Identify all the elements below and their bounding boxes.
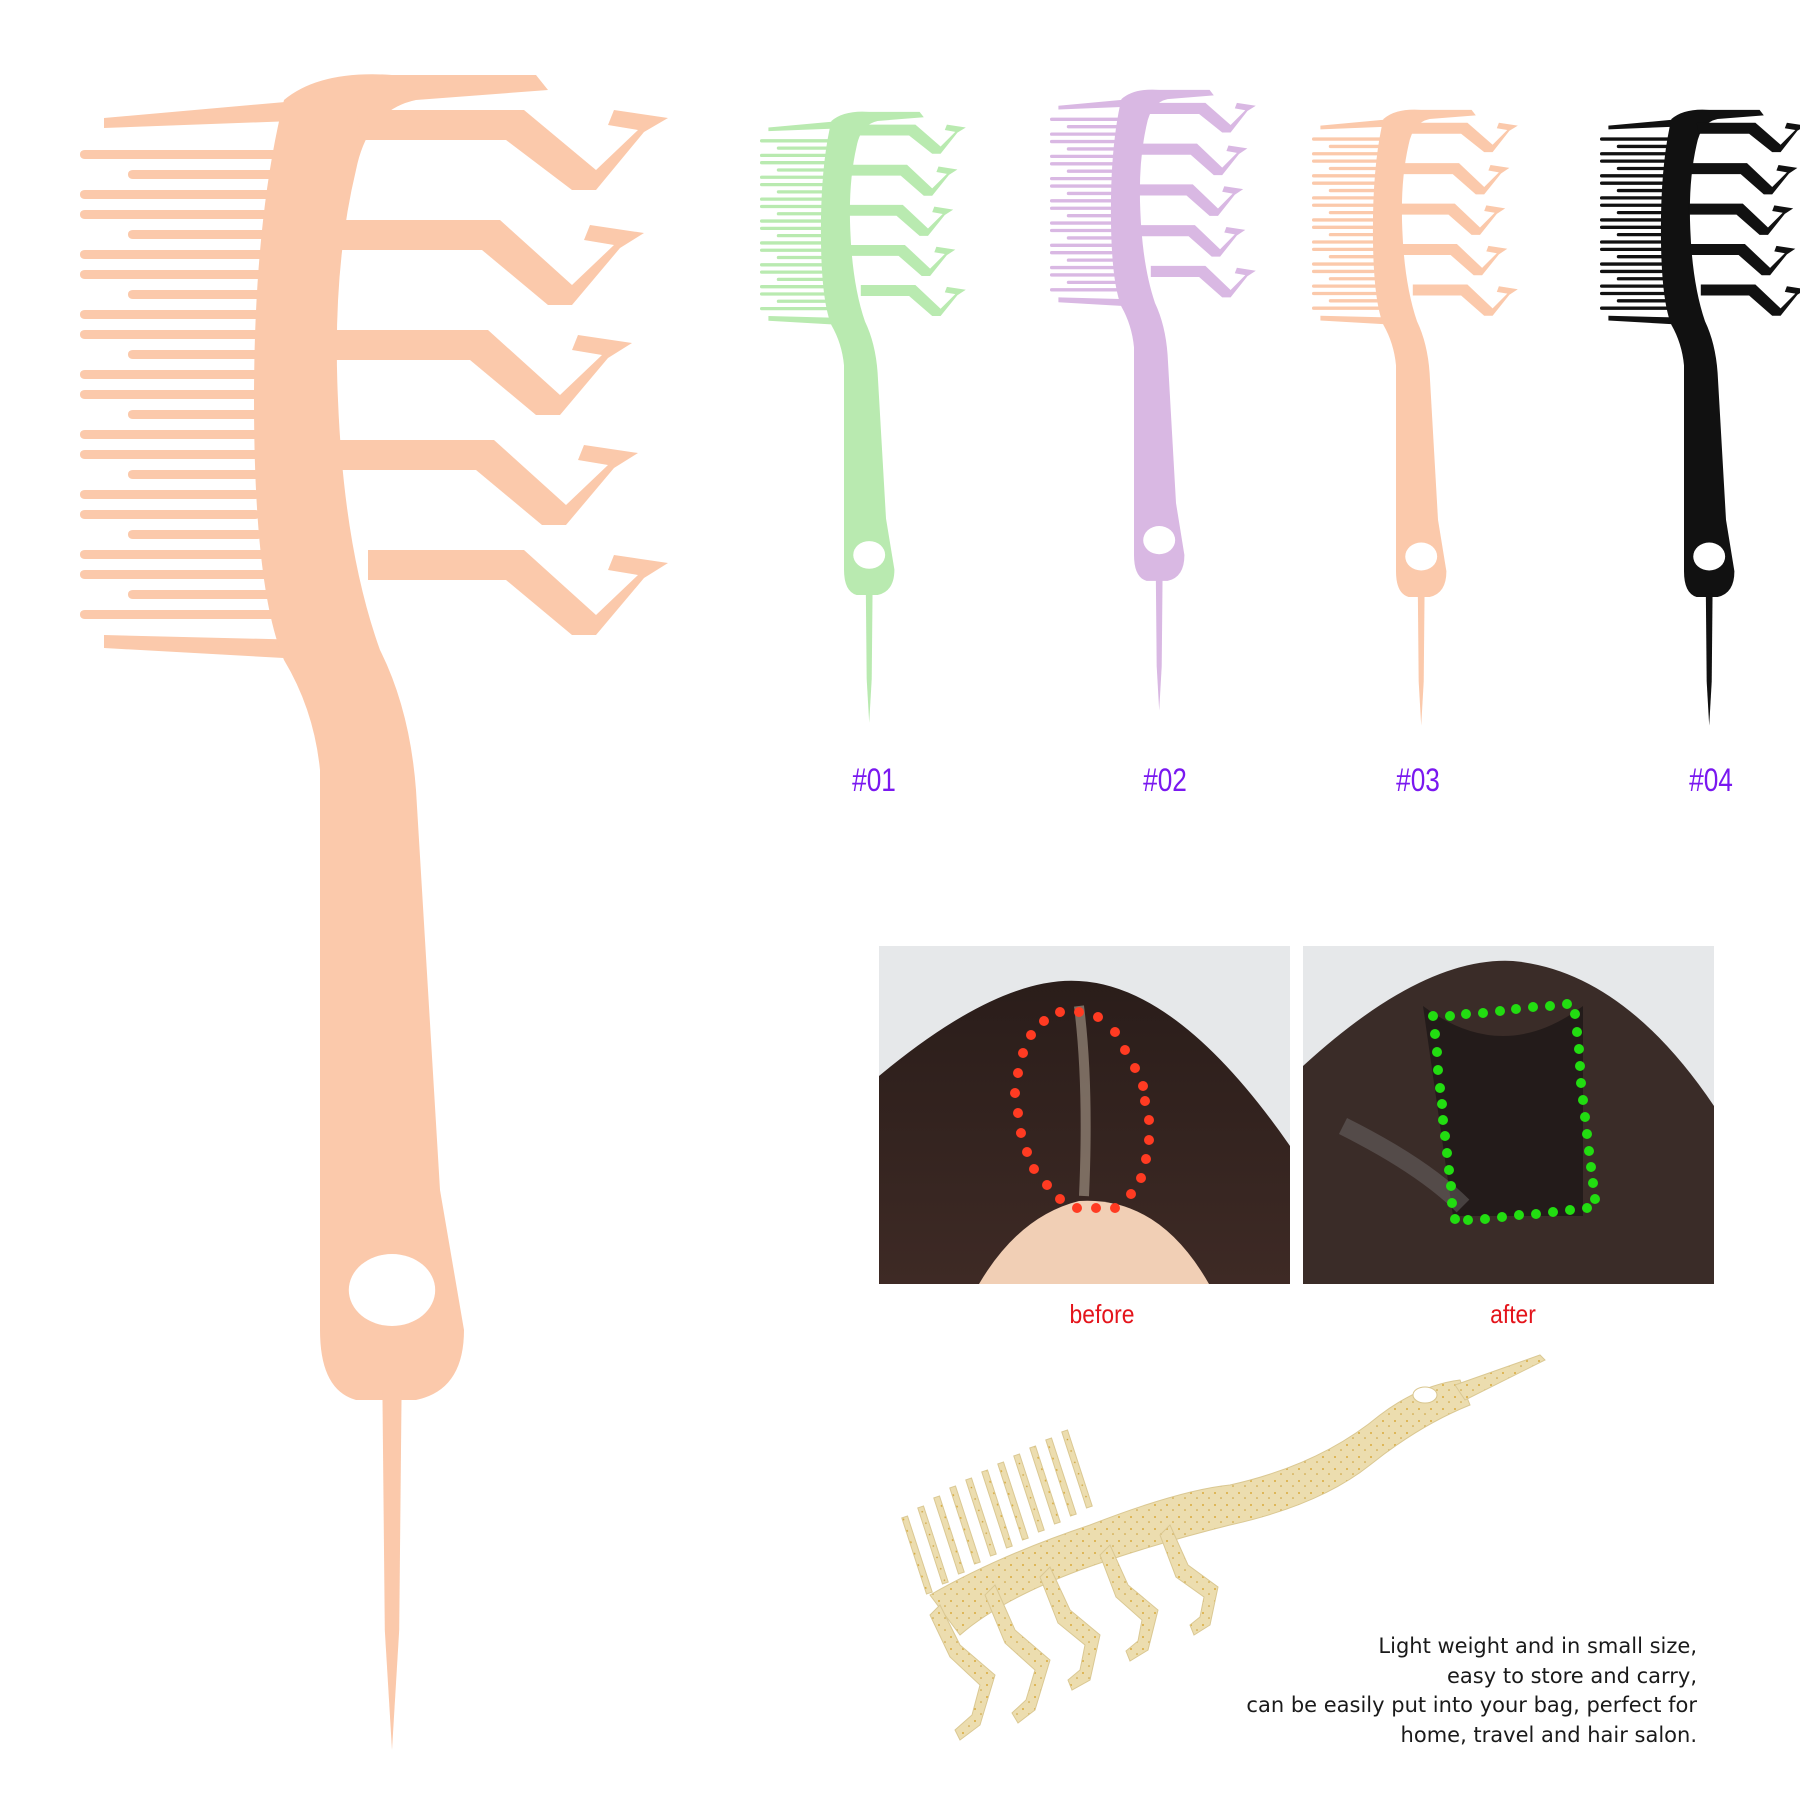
hair-parting-after-illustration (1303, 946, 1714, 1284)
variant-label-03: #03 (1396, 762, 1440, 798)
variant-label-02: #02 (1143, 762, 1187, 798)
description-line-4: home, travel and hair salon. (1400, 1722, 1697, 1747)
hair-parting-before-illustration (879, 946, 1290, 1284)
comb-illustration-main (80, 74, 668, 1750)
after-photo (1303, 946, 1714, 1284)
after-caption: after (1490, 1299, 1536, 1329)
variant-comb-04 (1600, 108, 1800, 733)
comb-illustration-black (1600, 109, 1800, 726)
variant-comb-02 (1050, 88, 1260, 718)
comb-illustration-purple (1050, 89, 1256, 711)
comb-illustration-peach (1312, 109, 1518, 726)
before-caption: before (1069, 1299, 1135, 1329)
variant-comb-01 (760, 110, 970, 730)
before-photo (879, 946, 1290, 1284)
description-line-2: easy to store and carry, (1447, 1663, 1697, 1688)
main-product-comb-image (80, 70, 680, 1770)
product-description: Light weight and in small size, easy to … (1246, 1632, 1697, 1750)
variant-label-01: #01 (852, 762, 896, 798)
description-line-1: Light weight and in small size, (1378, 1634, 1697, 1658)
glitter-comb-illustration (901, 1354, 1546, 1741)
after-dotted-outline (1428, 999, 1600, 1225)
description-line-3: can be easily put into your bag, perfect… (1246, 1693, 1697, 1717)
glitter-comb-image (900, 1345, 1680, 1800)
before-dotted-outline (1010, 1007, 1154, 1213)
variant-label-04: #04 (1689, 762, 1733, 798)
comb-illustration-green (760, 111, 966, 723)
variant-comb-03 (1312, 108, 1522, 733)
